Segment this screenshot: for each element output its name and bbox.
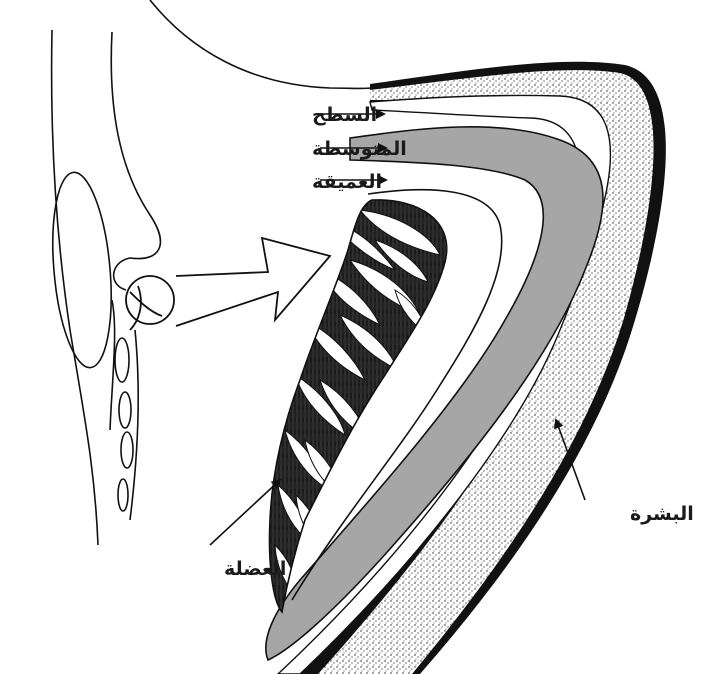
label-surface: السطح <box>312 104 377 126</box>
magnify-callout <box>125 236 332 331</box>
label-skin: البشرة <box>630 503 694 525</box>
muscle-arrow <box>209 478 282 546</box>
skin-speckle <box>318 70 654 674</box>
skin-arrow <box>554 418 586 501</box>
anatomical-outline <box>50 0 373 546</box>
label-arrows <box>209 109 586 546</box>
label-deep: العميقة <box>312 171 382 193</box>
label-muscle: العضلة <box>224 558 286 580</box>
middle-fascia-layer <box>265 126 604 662</box>
label-middle: المتوسطة <box>312 138 407 160</box>
superficial-fat-layer <box>276 94 612 674</box>
deep-fascia-outline <box>291 188 503 601</box>
